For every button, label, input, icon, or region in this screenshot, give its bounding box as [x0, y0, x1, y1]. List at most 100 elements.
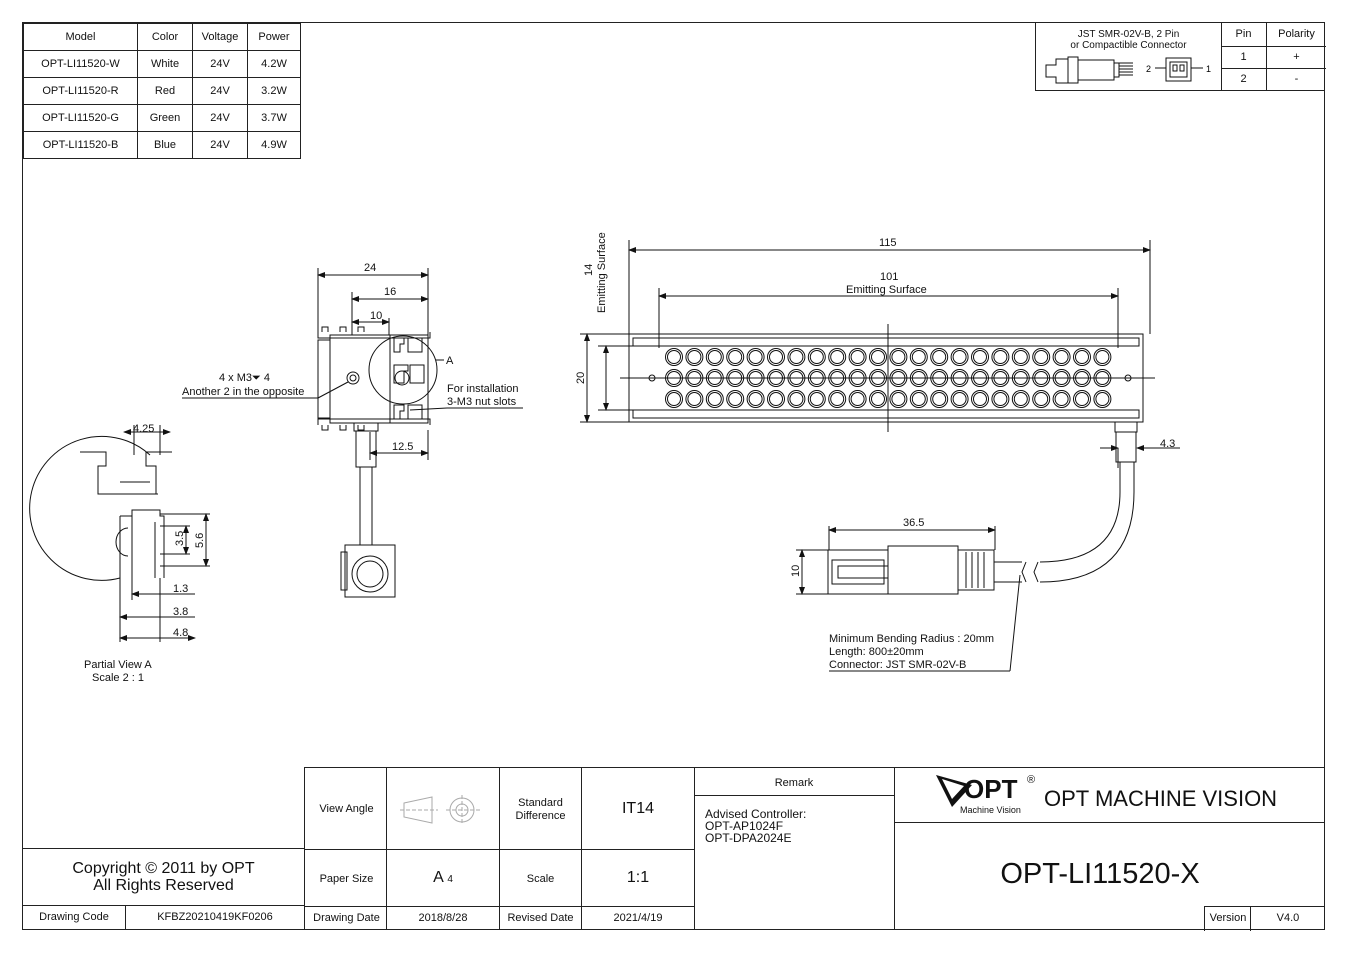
led-lens — [869, 369, 887, 387]
led-lens — [828, 369, 847, 387]
power-cell: 4.9W — [247, 131, 301, 159]
remark-line-1: Advised Controller: — [705, 807, 807, 821]
led-lens — [1032, 348, 1051, 366]
led-lens-inner — [830, 371, 845, 385]
color-cell: Green — [137, 104, 193, 132]
led-lens — [930, 348, 949, 366]
led-lens-inner — [973, 392, 987, 406]
led-lens — [1093, 390, 1112, 408]
pin-table: Pin Polarity 1 + 2 - — [1221, 23, 1326, 90]
led-lens-inner — [769, 392, 783, 406]
led-lens — [991, 390, 1010, 408]
led-lens — [848, 369, 867, 387]
led-lens — [665, 390, 683, 408]
led-lens — [991, 369, 1010, 387]
revised-date-cell: 2021/4/19 — [581, 906, 695, 930]
standard-difference-label-1: Standard — [518, 797, 563, 809]
voltage-cell: 24V — [192, 104, 248, 132]
led-lens-inner — [1034, 350, 1049, 364]
connector-icon: 2 1 — [1045, 56, 1211, 84]
dim-5-6: 5.6 — [194, 533, 206, 548]
paper-size-main: A — [433, 869, 443, 886]
standard-difference-value: IT14 — [621, 800, 654, 817]
drawing-date: 2018/8/28 — [418, 912, 468, 924]
version-value: V4.0 — [1276, 912, 1300, 924]
partial-view-title: Partial View A — [84, 659, 152, 671]
technical-drawing: 24 16 10 12.5 4 x M3⏷ 4 Another 2 in the… — [29, 232, 1180, 684]
led-lens-inner — [932, 350, 947, 364]
led-lens — [971, 369, 989, 387]
led-lens — [807, 348, 826, 366]
led-lens-inner — [1075, 392, 1089, 406]
led-lens-inner — [911, 392, 926, 406]
drawing-date-cell: 2018/8/28 — [386, 906, 500, 930]
logo-text: OPT — [964, 774, 1018, 804]
dim-4-3: 4.3 — [1160, 438, 1175, 450]
partial-view-a — [29, 425, 210, 642]
led-lens — [848, 348, 867, 366]
table-row: OPT-LI11520-R Red 24V 3.2W — [23, 77, 301, 105]
dim-3-5: 3.5 — [174, 531, 186, 546]
led-lens — [1073, 369, 1091, 387]
scale-cell: 1:1 — [581, 849, 695, 907]
led-lens — [767, 390, 785, 408]
paper-size-value: A 4 — [386, 869, 500, 887]
led-lens-inner — [1013, 392, 1028, 406]
paper-size-label: Paper Size — [319, 873, 374, 885]
led-lens — [746, 369, 765, 387]
led-lens-inner — [1095, 350, 1110, 364]
dim-1-3: 1.3 — [173, 583, 188, 595]
pin2-label: 2 — [1146, 64, 1151, 74]
led-array — [665, 348, 1112, 408]
led-lens — [665, 369, 683, 387]
side-view — [182, 268, 523, 598]
install-note-2: 3-M3 nut slots — [447, 396, 517, 408]
led-lens-inner — [850, 392, 865, 406]
led-lens-inner — [707, 350, 722, 364]
drawing-date-label-cell: Drawing Date — [304, 906, 387, 930]
version-label: Version — [1209, 912, 1247, 924]
led-lens — [889, 369, 908, 387]
led-lens-inner — [1075, 350, 1089, 364]
detail-marker-a: A — [446, 355, 454, 367]
led-lens — [807, 390, 826, 408]
led-lens-inner — [1054, 392, 1069, 406]
led-lens — [787, 369, 806, 387]
power-cell: 4.2W — [247, 50, 301, 78]
logo-subtitle: Machine Vision — [960, 805, 1021, 815]
led-lens-inner — [850, 350, 865, 364]
led-lens — [726, 390, 745, 408]
led-lens — [869, 348, 887, 366]
model-table-header: Model Color Voltage Power — [23, 23, 301, 51]
dim-24: 24 — [364, 262, 376, 274]
color-cell: White — [137, 50, 193, 78]
led-lens-inner — [932, 392, 947, 406]
led-lens — [1073, 390, 1091, 408]
front-view — [580, 240, 1180, 672]
company-name: OPT MACHINE VISION — [1044, 786, 1278, 811]
emitting-surface-vertical: Emitting Surface — [596, 232, 608, 313]
led-lens-inner — [891, 350, 906, 364]
led-lens-inner — [707, 371, 722, 385]
led-lens-inner — [667, 350, 681, 364]
paper-size-sub: 4 — [447, 874, 453, 885]
projection-symbol-icon — [400, 795, 480, 825]
version-label-cell: Version — [1204, 906, 1251, 931]
led-lens-inner — [667, 371, 681, 385]
led-lens-inner — [1034, 392, 1049, 406]
led-lens-inner — [809, 371, 824, 385]
led-lens — [909, 390, 928, 408]
scale-value: 1:1 — [626, 869, 650, 886]
thread-note-2: Another 2 in the opposite — [182, 386, 304, 398]
led-lens-inner — [891, 392, 906, 406]
led-lens — [1052, 390, 1071, 408]
pin1-label: 1 — [1206, 64, 1211, 74]
led-lens-inner — [911, 350, 926, 364]
led-lens — [1052, 369, 1071, 387]
led-lens-inner — [769, 371, 783, 385]
led-lens — [1052, 348, 1071, 366]
led-lens-inner — [809, 350, 824, 364]
led-lens-inner — [932, 371, 947, 385]
revised-date-label-cell: Revised Date — [499, 906, 582, 930]
connector-title: JST SMR-02V-B, 2 Pin — [1077, 29, 1180, 40]
